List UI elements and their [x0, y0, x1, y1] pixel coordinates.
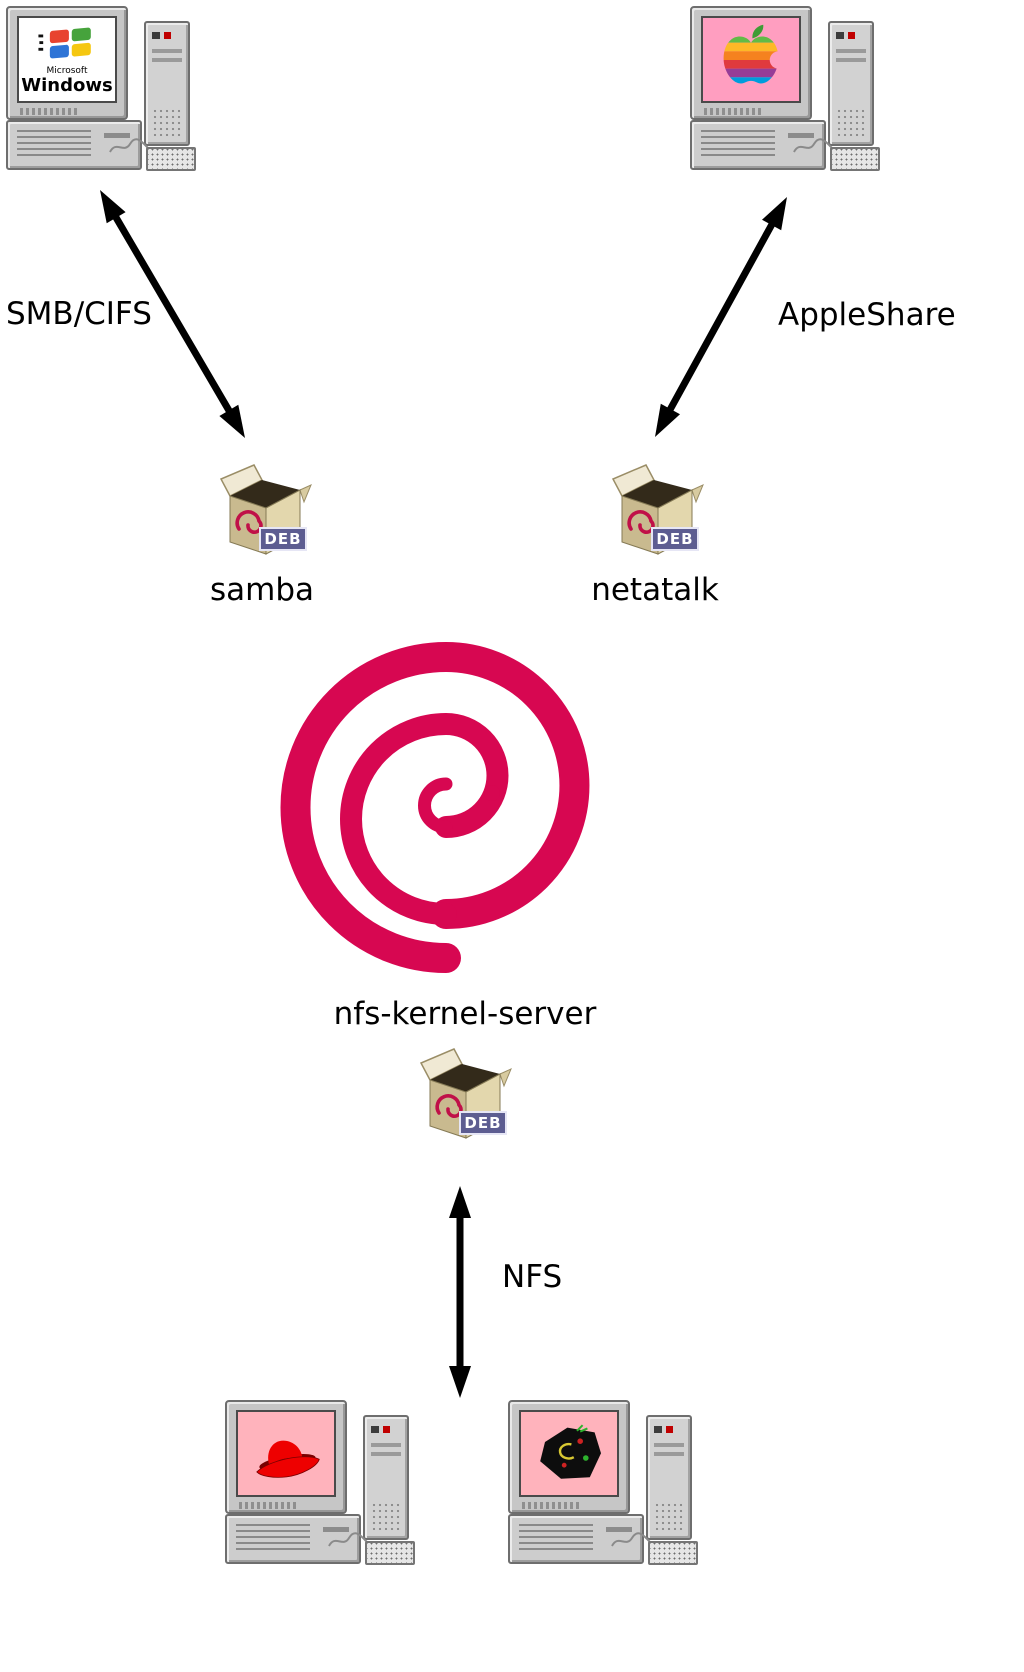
redhat-computer — [225, 1400, 415, 1565]
samba-label: samba — [209, 572, 315, 608]
windows-text: Windows — [21, 74, 113, 96]
desktop-case — [225, 1514, 361, 1564]
debian-swirl-icon — [280, 641, 590, 973]
monitor-screen — [519, 1410, 619, 1497]
keyboard-cable — [328, 1532, 368, 1547]
appleshare-arrow — [655, 197, 787, 437]
nfs-arrow — [449, 1186, 471, 1398]
keyboard — [648, 1541, 698, 1565]
windows-computer: Microsoft Windows — [6, 6, 196, 171]
monitor-screen — [701, 16, 801, 103]
keyboard-cable — [611, 1532, 651, 1547]
netatalk-label: netatalk — [591, 572, 719, 608]
windows-logo-icon — [38, 27, 91, 58]
keyboard — [830, 147, 880, 171]
floppy-slot — [104, 133, 130, 138]
swirl-dot — [484, 785, 500, 801]
crt-monitor — [508, 1400, 630, 1514]
floppy-slot — [788, 133, 814, 138]
desktop-case — [690, 120, 826, 170]
monitor-screen: Microsoft Windows — [17, 16, 117, 103]
redhat-logo-icon — [256, 1440, 320, 1478]
smb-protocol-label: SMB/CIFS — [6, 296, 152, 332]
tower-vents — [654, 1502, 684, 1530]
keyboard — [365, 1541, 415, 1565]
desktop-case — [6, 120, 142, 170]
desktop-case — [508, 1514, 644, 1564]
monitor-screen — [236, 1410, 336, 1497]
crt-monitor — [225, 1400, 347, 1514]
monitor-vent — [20, 108, 80, 115]
crt-monitor: Microsoft Windows — [6, 6, 128, 120]
unix-logo-icon — [540, 1423, 601, 1479]
unix-computer — [508, 1400, 698, 1565]
deb-badge: DEB — [464, 1114, 501, 1132]
keyboard — [146, 147, 196, 171]
swirl-middle — [340, 712, 509, 925]
tower-case — [828, 21, 874, 146]
floppy-slot — [323, 1527, 349, 1532]
case-grille — [701, 130, 775, 156]
tower-case — [363, 1415, 409, 1540]
tower-vents — [371, 1502, 401, 1530]
nfs-kernel-server-label: nfs-kernel-server — [333, 996, 597, 1032]
deb-badge: DEB — [656, 530, 693, 548]
deb-badge: DEB — [264, 530, 301, 548]
swirl-inner — [418, 777, 453, 834]
floppy-slot — [606, 1527, 632, 1532]
case-grille — [519, 1524, 593, 1550]
samba-package-icon: DEB — [210, 462, 314, 558]
monitor-vent — [704, 108, 764, 115]
tower-case — [646, 1415, 692, 1540]
case-grille — [236, 1524, 310, 1550]
apple-logo-icon — [723, 24, 787, 83]
tower-vents — [152, 108, 182, 136]
swirl-outer — [280, 641, 590, 973]
appleshare-protocol-label: AppleShare — [778, 297, 956, 333]
monitor-vent — [522, 1502, 582, 1509]
mac-computer — [690, 6, 880, 171]
keyboard-cable — [109, 138, 149, 153]
keyboard-cable — [793, 138, 833, 153]
monitor-vent — [239, 1502, 299, 1509]
crt-monitor — [690, 6, 812, 120]
microsoft-text: Microsoft — [46, 65, 88, 76]
tower-case — [144, 21, 190, 146]
case-grille — [17, 130, 91, 156]
nfs-protocol-label: NFS — [502, 1259, 563, 1295]
tower-vents — [836, 108, 866, 136]
netatalk-package-icon: DEB — [602, 462, 706, 558]
nfs-package-icon: DEB — [410, 1046, 514, 1142]
